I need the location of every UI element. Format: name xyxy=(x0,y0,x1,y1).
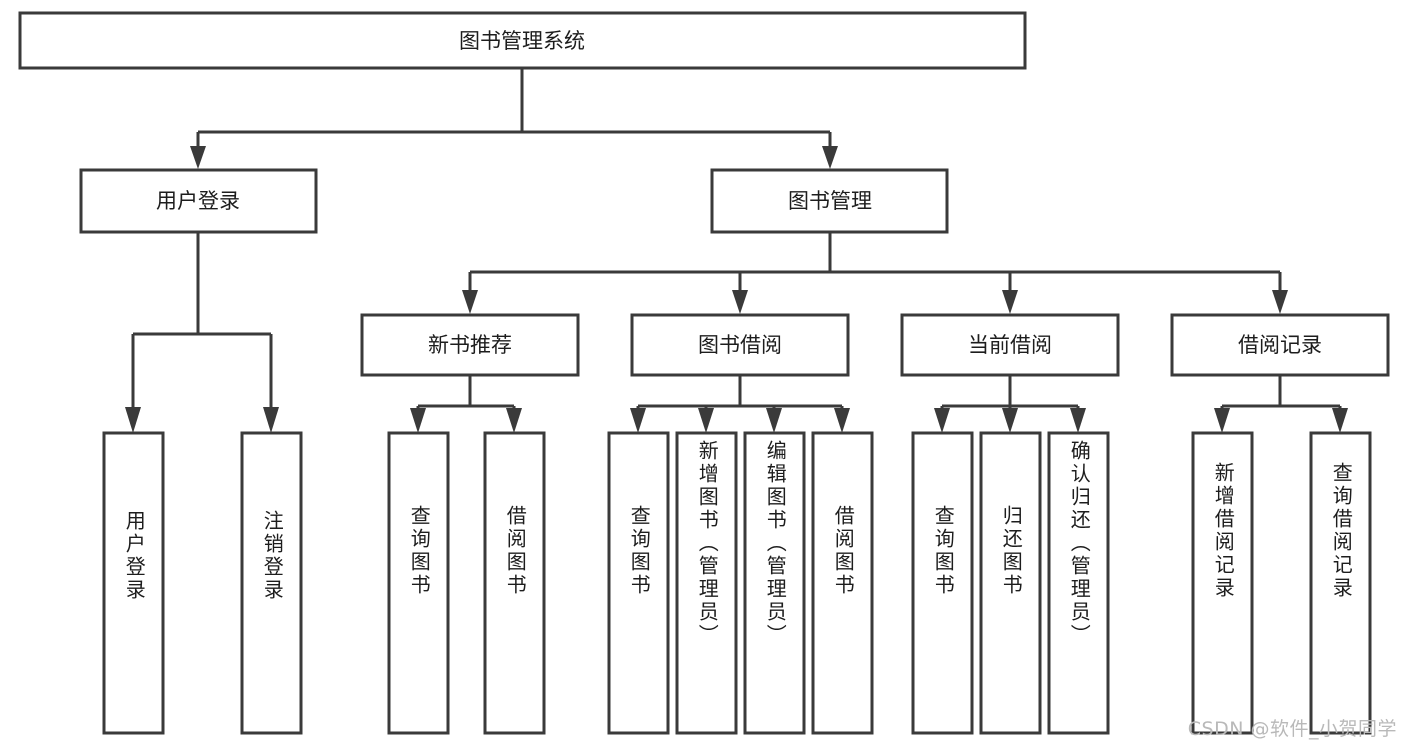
node-book-management[interactable]: 图书管理 xyxy=(710,168,949,234)
node-box-book-borrow[interactable] xyxy=(630,313,850,377)
arrow-head-leaf-borrow-book-1 xyxy=(506,408,522,433)
arrow-head-current-borrow xyxy=(1002,290,1018,314)
node-label-borrow-record: 借阅记录 xyxy=(1238,333,1322,357)
node-box-leaf-borrow-book-2[interactable] xyxy=(811,431,874,735)
connector-group-root xyxy=(190,68,838,169)
connector-group-book-borrow xyxy=(630,375,850,433)
arrow-head-leaf-confirm-return xyxy=(1070,408,1086,433)
node-box-current-borrow[interactable] xyxy=(900,313,1120,377)
arrow-head-book-management xyxy=(822,146,838,169)
node-box-leaf-query-book-1[interactable] xyxy=(387,431,450,735)
node-box-leaf-add-record[interactable] xyxy=(1191,431,1254,735)
node-user-login[interactable]: 用户登录 xyxy=(79,168,318,234)
arrow-head-leaf-add-book xyxy=(698,408,714,433)
node-label-user-login: 用户登录 xyxy=(156,189,240,213)
connector-group-user-login xyxy=(125,232,279,433)
connector-group-new-book-recommend xyxy=(410,375,522,433)
arrow-head-borrow-record xyxy=(1272,290,1288,314)
watermark-text: CSDN @软件_小贺同学 xyxy=(1187,718,1397,740)
arrow-head-leaf-return-book xyxy=(1002,408,1018,433)
connector-group-borrow-record xyxy=(1214,375,1348,433)
node-box-leaf-query-record[interactable] xyxy=(1309,431,1372,735)
arrow-head-leaf-borrow-book-2 xyxy=(834,408,850,433)
node-box-root[interactable] xyxy=(18,11,1027,70)
node-box-leaf-logout-login[interactable] xyxy=(240,431,303,735)
node-box-leaf-query-book-2[interactable] xyxy=(607,431,670,735)
node-label-root: 图书管理系统 xyxy=(459,29,585,53)
node-current-borrow[interactable]: 当前借阅 xyxy=(900,313,1120,377)
arrow-head-leaf-edit-book xyxy=(766,408,782,433)
node-box-leaf-query-book-3[interactable] xyxy=(911,431,974,735)
node-label-book-management: 图书管理 xyxy=(788,189,872,213)
node-root[interactable]: 图书管理系统 xyxy=(18,11,1027,70)
node-box-leaf-borrow-book-1[interactable] xyxy=(483,431,546,735)
arrow-head-new-book-recommend xyxy=(462,290,478,314)
node-box-leaf-user-login[interactable] xyxy=(102,431,165,735)
node-borrow-record[interactable]: 借阅记录 xyxy=(1170,313,1390,377)
connector-group-book-management xyxy=(462,232,1288,314)
node-box-book-management[interactable] xyxy=(710,168,949,234)
arrow-head-book-borrow xyxy=(732,290,748,314)
node-box-leaf-edit-book[interactable] xyxy=(743,431,806,735)
node-label-current-borrow: 当前借阅 xyxy=(968,333,1052,357)
arrow-head-leaf-query-record xyxy=(1332,408,1348,433)
node-box-leaf-confirm-return[interactable] xyxy=(1047,431,1110,735)
leaf-boxes xyxy=(102,431,1372,735)
node-label-new-book-recommend: 新书推荐 xyxy=(428,333,512,357)
node-box-borrow-record[interactable] xyxy=(1170,313,1390,377)
node-box-leaf-add-book[interactable] xyxy=(675,431,738,735)
arrow-head-leaf-query-book-2 xyxy=(630,408,646,433)
arrow-head-leaf-query-book-1 xyxy=(410,408,426,433)
node-box-new-book-recommend[interactable] xyxy=(360,313,580,377)
node-label-book-borrow: 图书借阅 xyxy=(698,333,782,357)
node-box-leaf-return-book[interactable] xyxy=(979,431,1042,735)
arrow-head-user-login xyxy=(190,146,206,169)
arrow-head-leaf-query-book-3 xyxy=(934,408,950,433)
arrow-head-leaf-user-login xyxy=(125,407,141,433)
node-new-book-recommend[interactable]: 新书推荐 xyxy=(360,313,580,377)
node-book-borrow[interactable]: 图书借阅 xyxy=(630,313,850,377)
node-box-user-login[interactable] xyxy=(79,168,318,234)
arrow-head-leaf-logout-login xyxy=(263,407,279,433)
connector-group-current-borrow xyxy=(934,375,1086,433)
arrow-head-leaf-add-record xyxy=(1214,408,1230,433)
